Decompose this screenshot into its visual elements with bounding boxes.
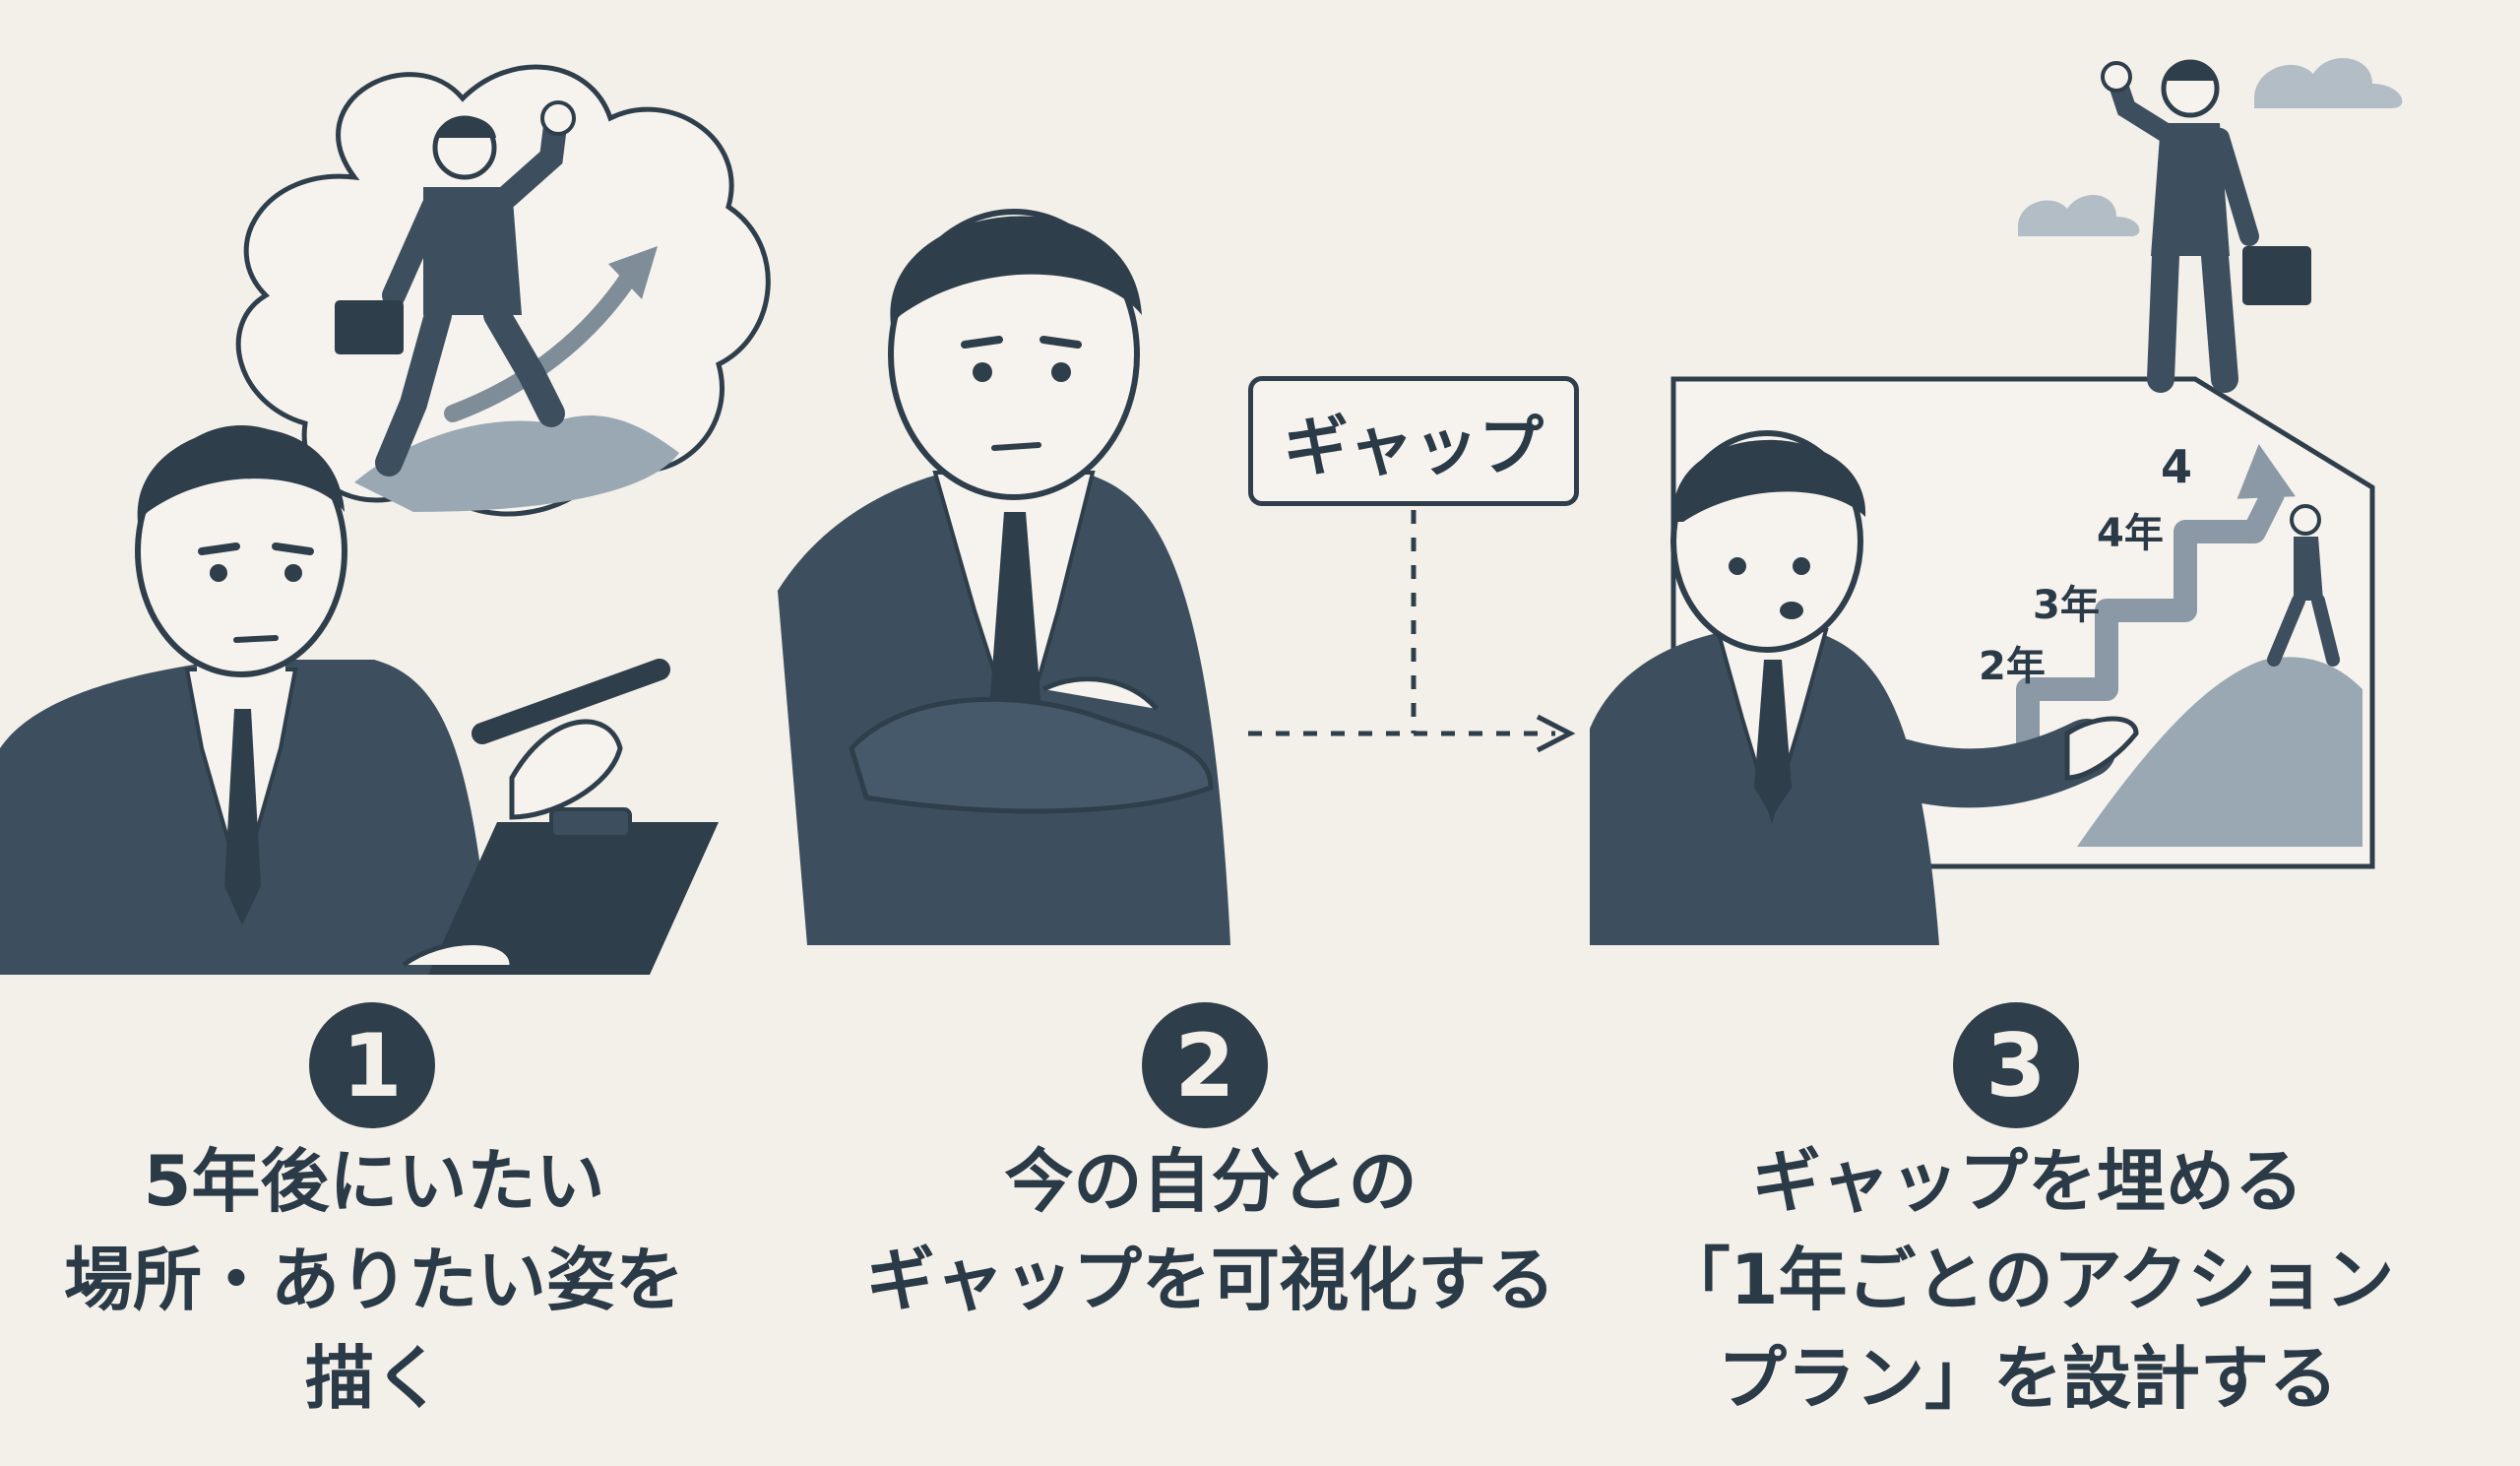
step-3-caption-line: ギャップを埋める [1752,1141,2303,1222]
step-1-caption-line: 描く [305,1338,443,1419]
planning-man [0,425,492,975]
step-1-caption-line: 場所・ありたい姿を [64,1240,684,1320]
action-staircase [1954,486,2285,775]
step-3-caption-line: 「1年ごとのアクション [1661,1240,2395,1320]
board-small-walker [2267,504,2340,667]
step-1-badge: 1 [309,1002,435,1128]
pen-hand [402,659,670,968]
step-1-caption-line: 5年後にいたい [143,1141,605,1222]
dream-climbing-man [335,100,576,477]
goal-mountain [2077,657,2362,847]
dream-growth-arrow-icon [444,246,658,422]
step-2-caption-line: ギャップを可視化する [866,1240,1555,1320]
dream-mountain [354,414,679,512]
step-2-caption-line: 今の自分との [1004,1141,1418,1222]
step-2-caption: 今の自分との ギャップを可視化する [856,1132,1565,1329]
cloud-icon [2018,195,2140,236]
step-3-caption: ギャップを埋める 「1年ごとのアクション プラン」を設計する [1634,1132,2422,1428]
presenting-man [1590,430,2139,945]
stair-label-top: 4 [2161,440,2192,493]
cloud-icon [2254,57,2403,108]
step-3-badge: 3 [1953,1002,2079,1128]
gap-label: ギャップ [1248,376,1579,506]
goal-man [2101,59,2311,393]
gap-arrow-icon [1248,714,1576,753]
stair-label-year4: 4年 [2097,511,2164,556]
step-3-caption-line: プラン」を設計する [1718,1338,2338,1419]
step-2-badge: 2 [1142,1002,1268,1128]
thinking-man [778,209,1230,945]
step-1-caption: 5年後にいたい 場所・ありたい姿を 描く [20,1132,728,1428]
stair-label-year3: 3年 [2033,583,2100,628]
stair-label-year2: 2年 [1979,644,2046,689]
clipboard-icon [428,807,719,975]
staircase-arrow-icon [2236,444,2296,499]
